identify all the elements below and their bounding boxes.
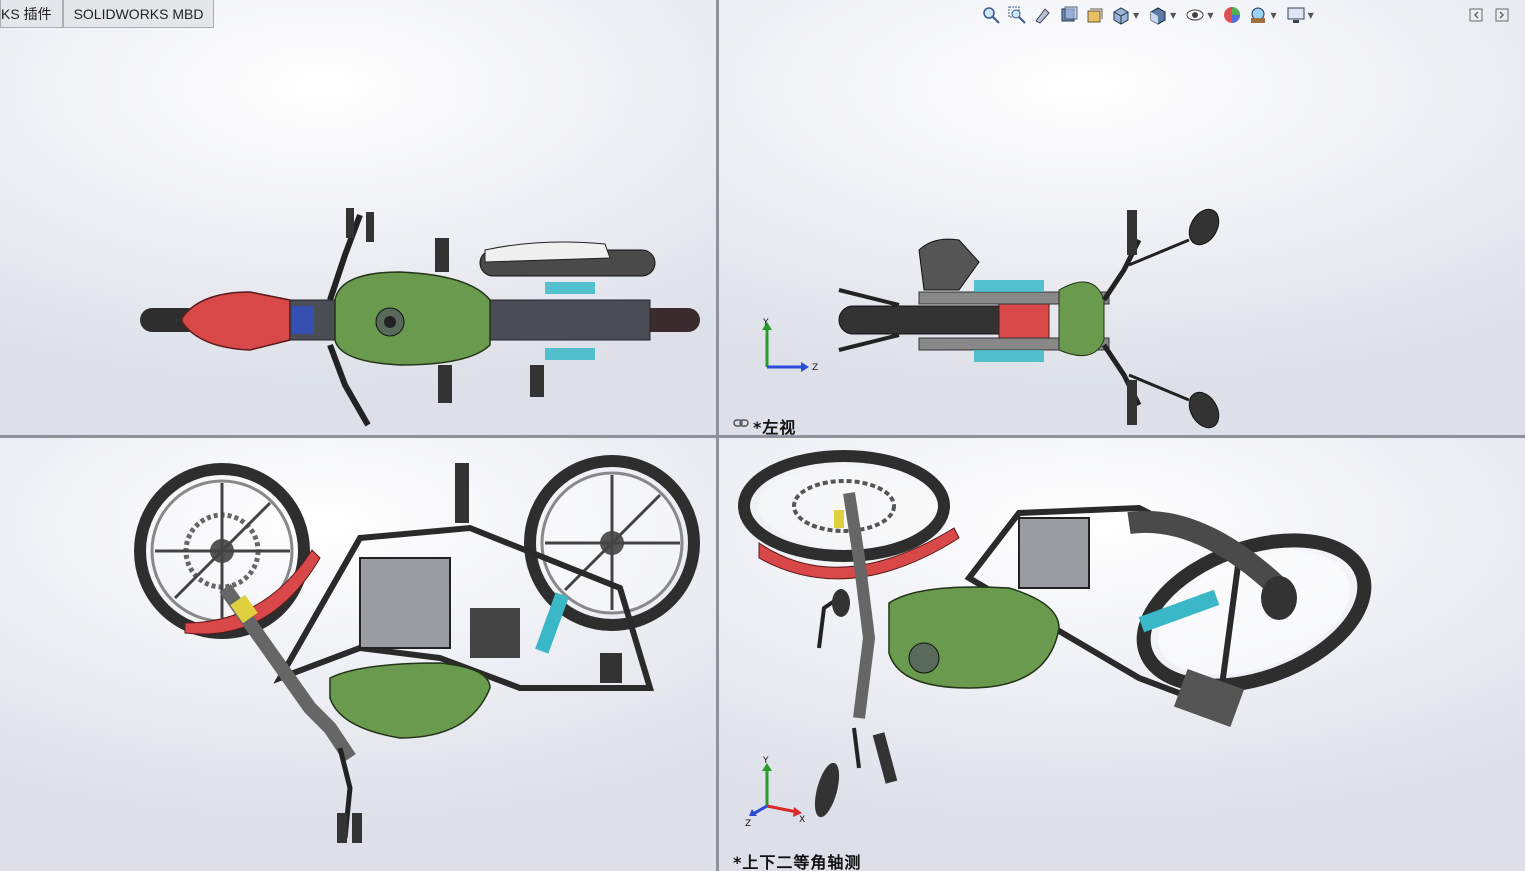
viewport-left-view[interactable]: Y Z *左视	[719, 0, 1525, 435]
viewport-bottom-left[interactable]	[0, 438, 716, 871]
svg-text:X: X	[799, 815, 805, 825]
chevron-down-icon[interactable]: ▼	[1207, 10, 1214, 20]
view-settings-icon[interactable]	[1285, 4, 1307, 26]
viewport-tile-right-icon[interactable]	[1493, 6, 1511, 24]
dynamic-annotation-view-icon[interactable]	[1084, 4, 1106, 26]
heads-up-view-toolbar: ▼ ▼ ▼ ▼ ▼	[980, 4, 1318, 26]
tab-ks-addins[interactable]: KS 插件	[0, 0, 63, 28]
previous-view-icon[interactable]	[1032, 4, 1054, 26]
command-manager-tabs: KS 插件 SOLIDWORKS MBD	[0, 0, 215, 29]
section-view-icon[interactable]	[1058, 4, 1080, 26]
coordinate-triad-icon: Y Z	[762, 318, 818, 373]
link-view-icon[interactable]	[733, 418, 749, 428]
edit-appearance-icon[interactable]	[1221, 4, 1243, 26]
svg-text:Z: Z	[745, 819, 751, 826]
viewport-horizontal-splitter[interactable]	[0, 435, 1525, 438]
hide-show-items-icon[interactable]	[1184, 4, 1206, 26]
zoom-to-area-icon[interactable]	[1006, 4, 1028, 26]
svg-text:Y: Y	[762, 318, 769, 328]
svg-text:Z: Z	[812, 363, 818, 373]
chevron-down-icon[interactable]: ▼	[1270, 10, 1277, 20]
viewport-tile-left-icon[interactable]	[1467, 6, 1485, 24]
zoom-to-fit-icon[interactable]	[980, 4, 1002, 26]
apply-scene-icon[interactable]	[1247, 4, 1269, 26]
motorcycle-model-side-view	[134, 455, 700, 843]
viewport-top-left[interactable]	[0, 0, 716, 435]
view-orientation-icon[interactable]	[1110, 4, 1132, 26]
viewport-label-isometric-view: *上下二等角轴测	[733, 853, 862, 871]
display-style-icon[interactable]	[1147, 4, 1169, 26]
motorcycle-model-top-view	[140, 208, 700, 427]
chevron-down-icon[interactable]: ▼	[1307, 10, 1314, 20]
chevron-down-icon[interactable]: ▼	[1133, 10, 1140, 20]
coordinate-triad-icon: Y X Z	[745, 756, 805, 826]
motorcycle-model-left-view	[838, 208, 1220, 429]
tab-solidworks-mbd[interactable]: SOLIDWORKS MBD	[62, 0, 215, 28]
svg-text:Y: Y	[762, 756, 769, 766]
viewport-isometric-view[interactable]: Y X Z *上下二等角轴测	[719, 438, 1525, 871]
viewport-label-left-view: *左视	[753, 418, 797, 435]
chevron-down-icon[interactable]: ▼	[1170, 10, 1177, 20]
motorcycle-model-isometric-view	[738, 450, 1372, 818]
